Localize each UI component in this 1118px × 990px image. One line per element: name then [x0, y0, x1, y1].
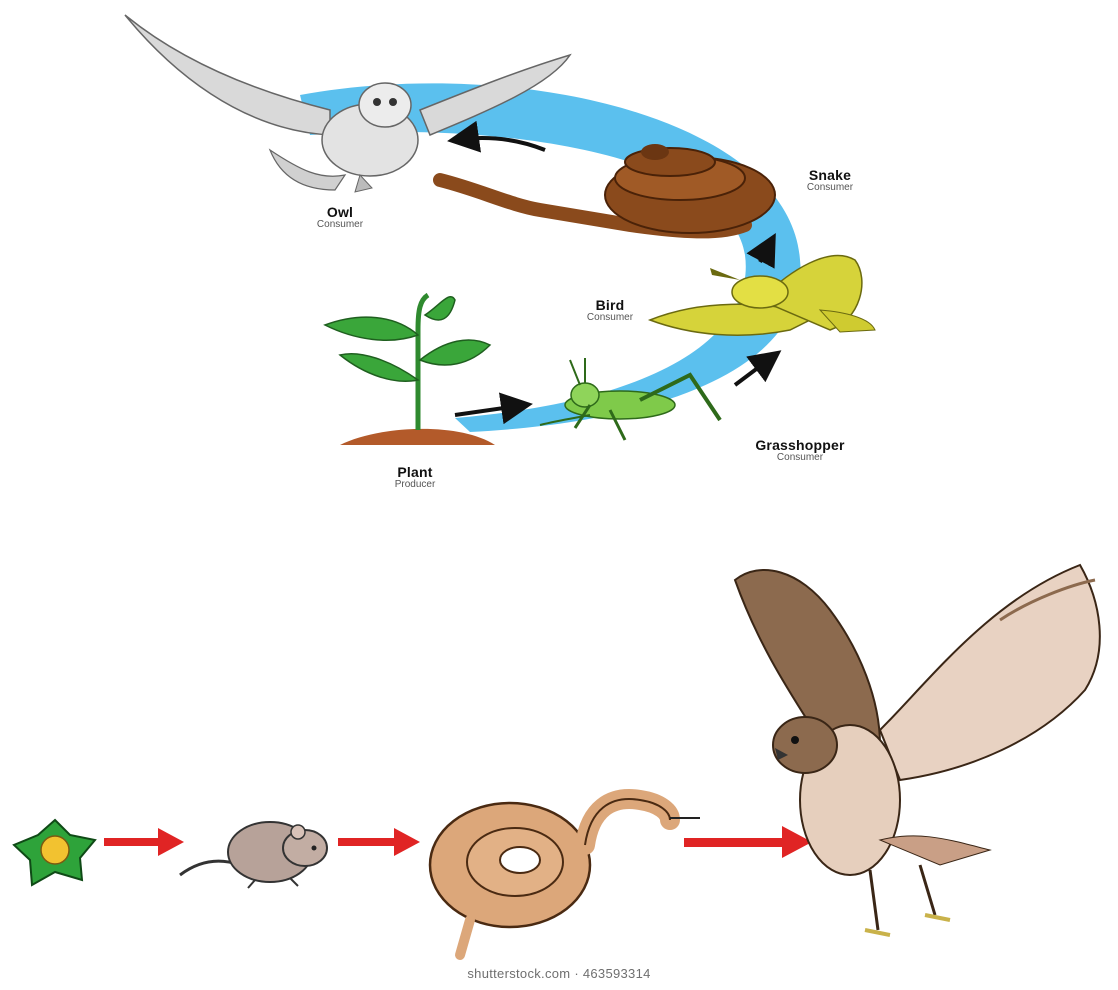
- label-owl: Owl Consumer: [285, 205, 395, 230]
- flower-icon: [14, 820, 95, 885]
- organism-role: Producer: [360, 480, 470, 490]
- mouse-icon: [180, 822, 327, 888]
- organism-name: Bird: [555, 298, 665, 312]
- arrow-snake-to-hawk: [684, 826, 812, 858]
- arrow-flower-to-mouse: [104, 828, 184, 856]
- label-bird: Bird Consumer: [555, 298, 665, 323]
- organism-role: Consumer: [285, 220, 395, 230]
- organism-name: Grasshopper: [725, 438, 875, 452]
- organism-name: Plant: [360, 465, 470, 479]
- snake-icon: [430, 799, 700, 955]
- organism-name: Snake: [775, 168, 885, 182]
- label-plant: Plant Producer: [360, 465, 470, 490]
- linear-chain: [14, 565, 1100, 955]
- organism-role: Consumer: [775, 183, 885, 193]
- organism-name: Owl: [285, 205, 395, 219]
- label-grasshopper: Grasshopper Consumer: [725, 438, 875, 463]
- organism-role: Consumer: [555, 313, 665, 323]
- arrow-mouse-to-snake: [338, 828, 420, 856]
- hawk-icon: [735, 565, 1100, 935]
- food-cycle: [125, 15, 875, 445]
- label-snake: Snake Consumer: [775, 168, 885, 193]
- organism-role: Consumer: [725, 453, 875, 463]
- watermark-text: shutterstock.com · 463593314: [0, 966, 1118, 981]
